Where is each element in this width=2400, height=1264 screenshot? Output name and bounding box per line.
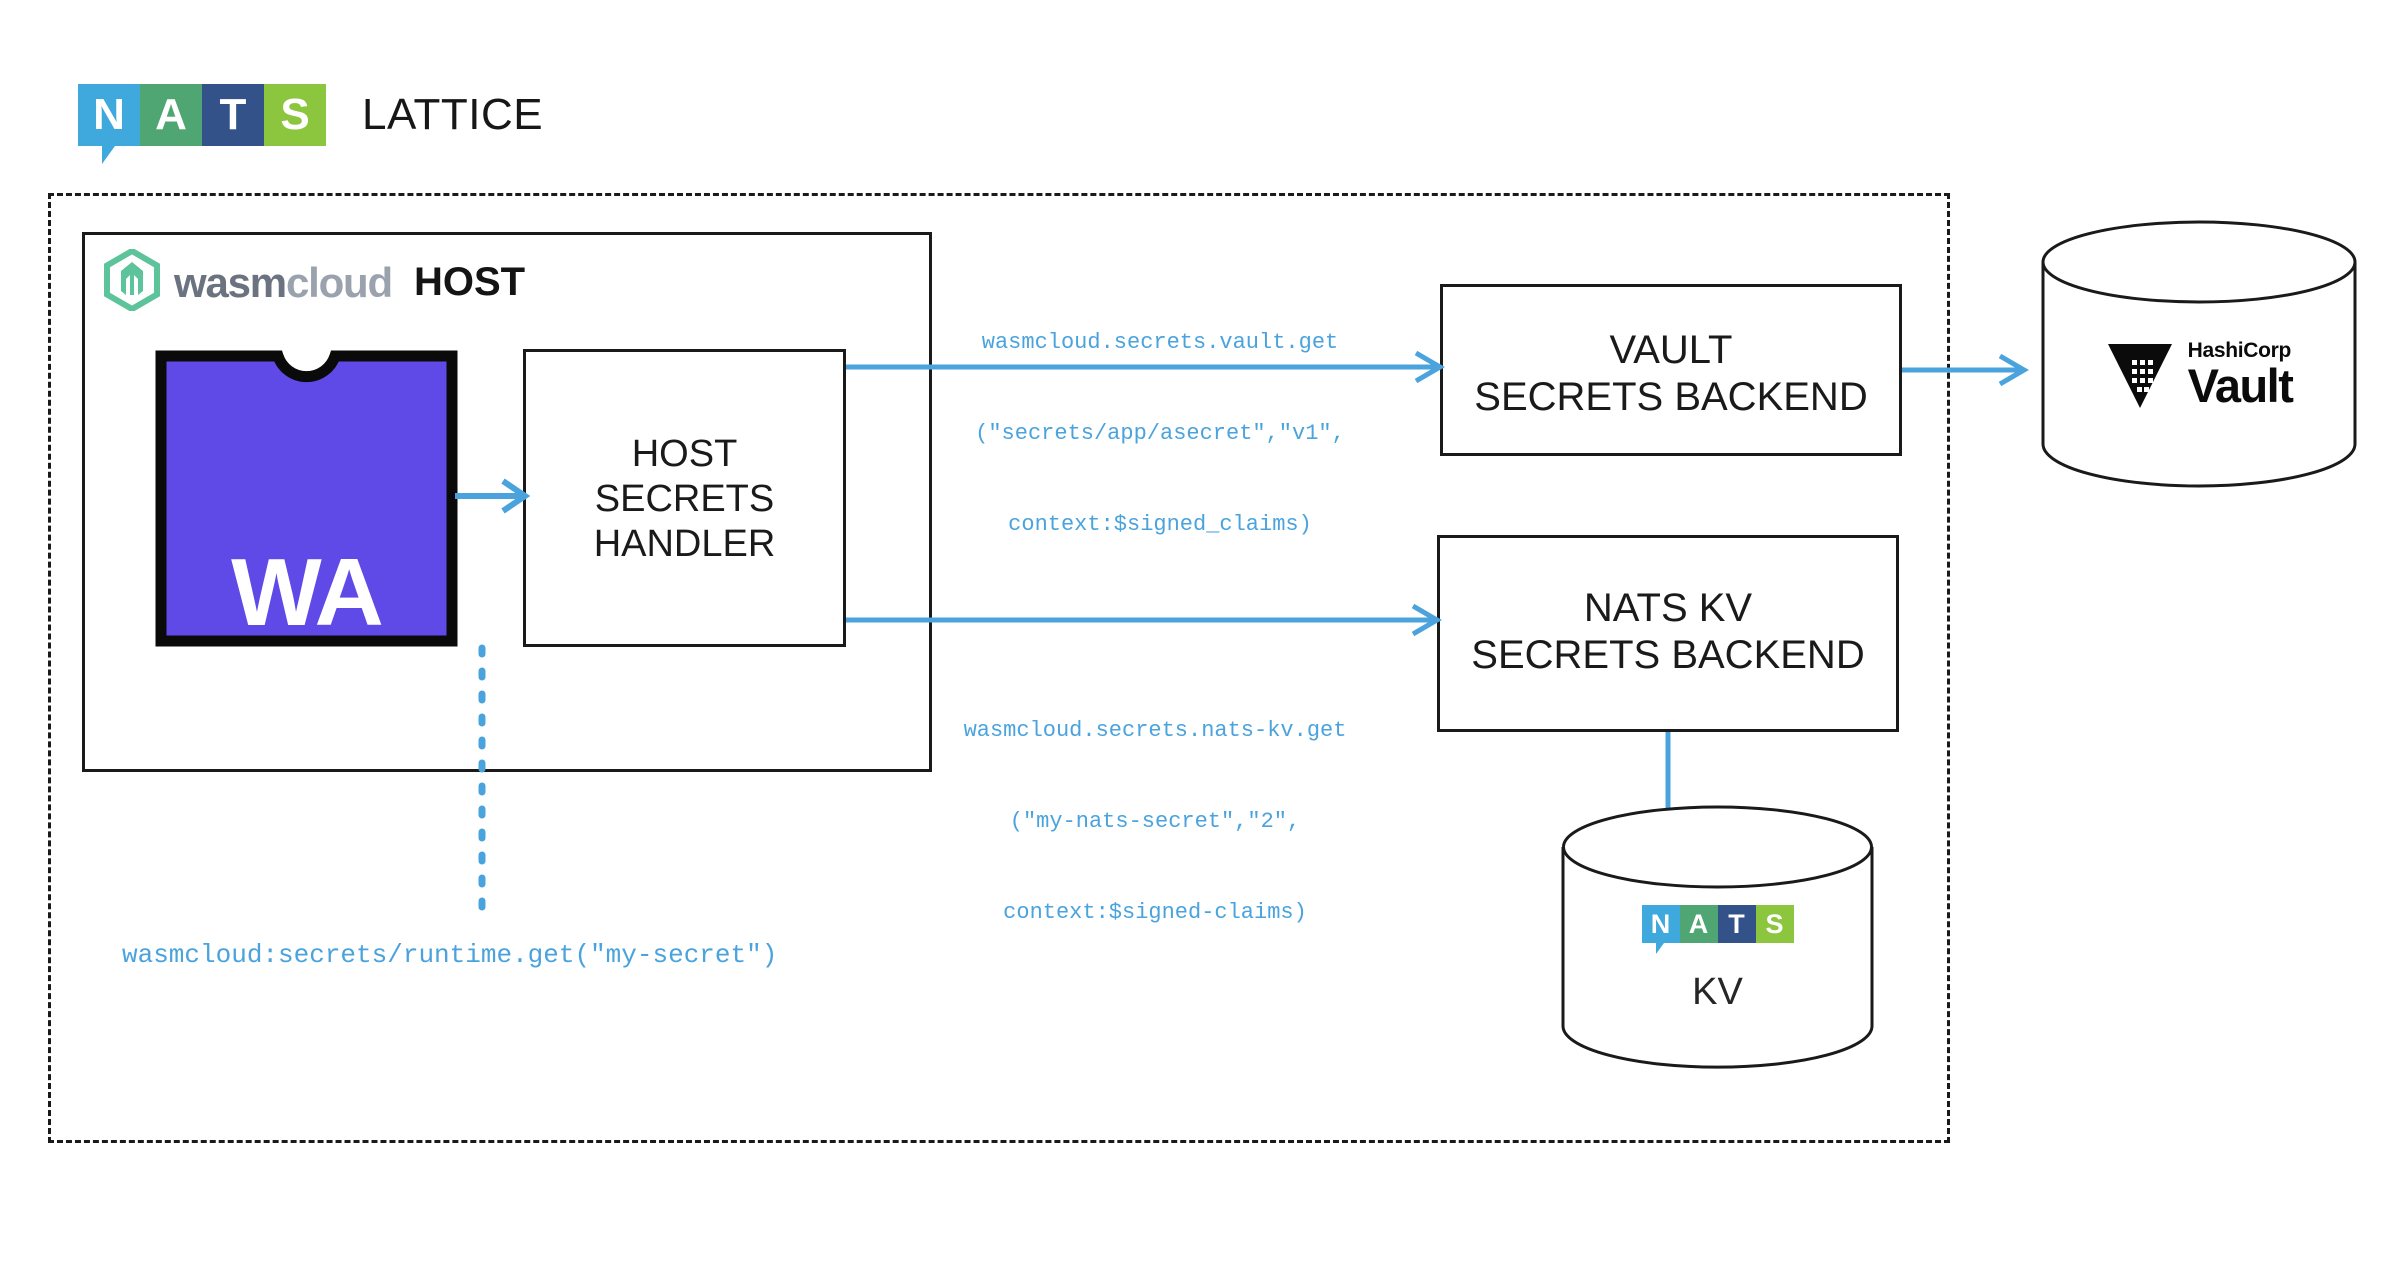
host-secrets-handler-label: HOST SECRETS HANDLER bbox=[526, 432, 843, 566]
nats-square-a: A bbox=[1679, 905, 1718, 943]
nats-kv-store-content: N A T S KV bbox=[1560, 905, 1875, 1014]
host-secrets-handler-line-1: HOST bbox=[631, 433, 738, 475]
nats-kv-secrets-backend-label: NATS KV SECRETS BACKEND bbox=[1440, 585, 1896, 679]
runtime-call-dotted-line bbox=[478, 644, 486, 924]
natskv-subject-line-1: wasmcloud.secrets.nats-kv.get bbox=[963, 717, 1347, 743]
host-secrets-handler-box[interactable]: HOST SECRETS HANDLER bbox=[523, 349, 846, 647]
wasmcloud-word-cloud: cloud bbox=[285, 258, 393, 306]
nats-square-t: T bbox=[202, 84, 264, 146]
host-secrets-handler-line-2: SECRETS bbox=[594, 477, 775, 520]
hashicorp-vault-logo: HashiCorp Vault bbox=[2040, 340, 2358, 410]
lattice-title: LATTICE bbox=[362, 90, 544, 139]
vault-backend-line-2: SECRETS BACKEND bbox=[1474, 375, 1868, 420]
nats-square-s: S bbox=[264, 84, 326, 146]
hashicorp-vault-store[interactable]: HashiCorp Vault bbox=[2040, 220, 2358, 488]
nats-kv-store[interactable]: N A T S KV bbox=[1560, 805, 1875, 1069]
arrow-handler-to-vault-backend bbox=[846, 350, 1445, 384]
vault-subject-label: wasmcloud.secrets.vault.get ("secrets/ap… bbox=[955, 267, 1365, 601]
natskv-backend-line-1: NATS KV bbox=[1583, 586, 1753, 630]
vault-brand-text: Vault bbox=[2187, 359, 2294, 412]
nats-square-s: S bbox=[1755, 905, 1794, 943]
nats-letter-a: A bbox=[1688, 908, 1709, 939]
arrow-vault-backend-to-vault-store bbox=[1902, 353, 2029, 387]
hashicorp-vault-triangle-icon bbox=[2106, 340, 2174, 410]
vault-subject-line-2: ("secrets/app/asecret","v1", bbox=[975, 420, 1345, 446]
arrow-handler-to-nats-kv-backend bbox=[846, 603, 1442, 637]
vault-backend-line-1: VAULT bbox=[1609, 328, 1733, 372]
nats-square-n: N bbox=[78, 84, 140, 164]
nats-letter-t: T bbox=[1728, 908, 1745, 939]
nats-logo: N A T S bbox=[1560, 905, 1875, 954]
nats-letter-a: A bbox=[155, 90, 187, 139]
host-secrets-handler-line-3: HANDLER bbox=[593, 522, 776, 565]
vault-secrets-backend-box[interactable]: VAULT SECRETS BACKEND bbox=[1440, 284, 1902, 456]
nats-square-a: A bbox=[140, 84, 202, 146]
wasmcloud-wordmark: wasmcloud bbox=[174, 258, 393, 307]
nats-letter-s: S bbox=[1765, 908, 1784, 939]
vault-subject-line-1: wasmcloud.secrets.vault.get bbox=[981, 329, 1339, 355]
nats-letter-n: N bbox=[93, 90, 125, 139]
nats-square-t: T bbox=[1717, 905, 1756, 943]
nats-letter-s: S bbox=[280, 90, 310, 139]
natskv-backend-line-2: SECRETS BACKEND bbox=[1471, 633, 1865, 678]
vault-secrets-backend-label: VAULT SECRETS BACKEND bbox=[1443, 327, 1899, 421]
lattice-header: N A T S LATTICE bbox=[78, 84, 544, 164]
nats-letter-n: N bbox=[1650, 908, 1671, 939]
nats-kv-store-label: KV bbox=[1692, 971, 1743, 1013]
nats-kv-subject-label: wasmcloud.secrets.nats-kv.get ("my-nats-… bbox=[940, 655, 1370, 989]
vault-subject-line-3: context:$signed_claims) bbox=[1008, 511, 1312, 537]
wasmcloud-brand-header: wasmcloud HOST bbox=[104, 247, 526, 316]
nats-kv-secrets-backend-box[interactable]: NATS KV SECRETS BACKEND bbox=[1437, 535, 1899, 732]
nats-square-n: N bbox=[1641, 905, 1680, 954]
wasmcloud-hexagon-icon bbox=[104, 247, 160, 316]
lattice-boundary bbox=[48, 193, 1950, 1143]
natskv-subject-line-2: ("my-nats-secret","2", bbox=[1009, 808, 1301, 834]
host-title: HOST bbox=[413, 260, 526, 304]
hashicorp-vault-wordmark: HashiCorp Vault bbox=[2187, 339, 2294, 412]
natskv-subject-line-3: context:$signed-claims) bbox=[1003, 899, 1307, 925]
arrow-component-to-handler bbox=[455, 478, 531, 514]
runtime-secrets-call-label: wasmcloud:secrets/runtime.get("my-secret… bbox=[122, 940, 778, 970]
wasmcloud-word-wasm: wasm bbox=[174, 258, 287, 306]
wasm-component-puzzle-icon[interactable]: WA bbox=[155, 350, 458, 647]
nats-letter-t: T bbox=[219, 90, 247, 139]
hashicorp-brand-text: HashiCorp bbox=[2187, 339, 2292, 362]
nats-logo: N A T S bbox=[78, 84, 326, 164]
